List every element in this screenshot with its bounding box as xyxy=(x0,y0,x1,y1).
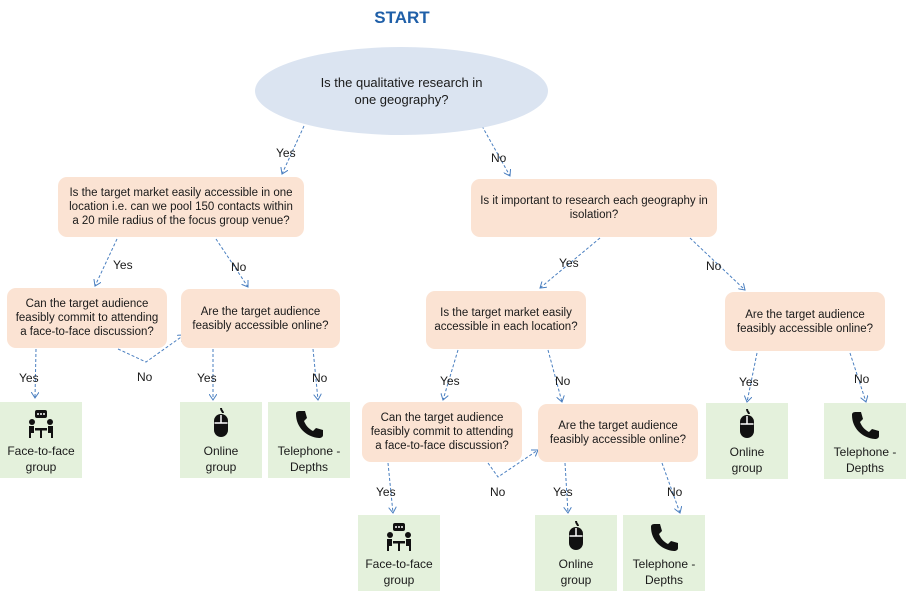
people-meeting-icon xyxy=(29,410,53,438)
edge-label-no: No xyxy=(312,371,328,385)
result-telephone-mid: Telephone -Depths xyxy=(623,515,705,591)
edge-online-right-yes xyxy=(747,352,758,402)
edge-label-yes: Yes xyxy=(197,371,217,385)
edge-label-no: No xyxy=(231,260,247,274)
result-label: Telephone -Depths xyxy=(833,445,897,475)
edge-start-yes xyxy=(282,125,305,174)
edge-label-yes: Yes xyxy=(19,371,39,385)
question-text: Are the target audience feasibly accessi… xyxy=(549,420,687,446)
edge-label-no: No xyxy=(490,485,506,499)
result-label: Face-to-face group xyxy=(365,557,433,587)
question-commit-mid: Can the target audience feasibly commit … xyxy=(362,402,522,462)
result-label: Online group xyxy=(558,557,594,587)
edge-each-yes xyxy=(443,349,459,400)
edge-commit-mid-yes xyxy=(387,462,393,513)
result-face-to-face-mid: Face-to-face group xyxy=(358,515,440,591)
edge-label-yes: Yes xyxy=(739,375,759,389)
computer-mouse-icon xyxy=(569,520,583,550)
question-text: Is the target market easily accessible i… xyxy=(69,187,293,227)
edge-label-yes: Yes xyxy=(376,485,396,499)
result-label: Face-to-face group xyxy=(7,444,75,474)
edge-q1-yes xyxy=(95,238,118,286)
edge-online-left-no xyxy=(312,348,318,400)
question-accessible-one-location: Is the target market easily accessible i… xyxy=(58,177,304,237)
edge-online-right-no xyxy=(849,352,866,402)
edge-label-no: No xyxy=(706,259,722,273)
edge-label-no: No xyxy=(137,370,153,384)
question-online-right: Are the target audience feasibly accessi… xyxy=(725,292,885,351)
edge-label-yes: Yes xyxy=(440,374,460,388)
question-online-left: Are the target audience feasibly accessi… xyxy=(181,289,340,348)
result-telephone-right: Telephone -Depths xyxy=(824,403,906,479)
result-label: Telephone -Depths xyxy=(632,557,696,587)
result-telephone-left: Telephone -Depths xyxy=(268,402,350,478)
result-online-left: Online group xyxy=(180,402,262,478)
edge-online-mid-yes xyxy=(565,462,568,513)
edge-label-yes: Yes xyxy=(553,485,573,499)
result-online-mid: Online group xyxy=(535,515,617,591)
edge-label-no: No xyxy=(854,372,870,386)
question-text: Are the target audience feasibly accessi… xyxy=(192,305,329,332)
edge-start-no xyxy=(481,125,510,176)
telephone-handset-icon xyxy=(852,412,879,439)
question-accessible-each-location: Is the target market easily accessible i… xyxy=(426,291,586,349)
computer-mouse-icon xyxy=(740,408,754,438)
question-text: Are the target audience feasibly accessi… xyxy=(736,308,874,335)
question-text: Can the target audience feasibly commit … xyxy=(15,298,159,338)
telephone-handset-icon xyxy=(296,411,323,438)
edge-commit-mid-no xyxy=(487,450,538,478)
edge-each-no xyxy=(547,349,562,402)
edge-label-no: No xyxy=(667,485,683,499)
question-text: Is it important to research each geograp… xyxy=(480,195,708,221)
edge-label-no: No xyxy=(491,151,507,165)
edge-label-yes: Yes xyxy=(276,146,296,160)
edge-online-mid-no xyxy=(661,462,680,513)
edge-label-no: No xyxy=(555,374,571,388)
result-face-to-face-left: Face-to-face group xyxy=(0,402,82,478)
result-online-right: Online group xyxy=(706,403,788,479)
question-text: Is the target market easily accessible i… xyxy=(434,307,578,333)
start-question-node: Is the qualitative research in one geogr… xyxy=(255,47,548,135)
edge-q2-no xyxy=(689,237,745,290)
people-meeting-icon xyxy=(387,523,411,551)
edge-commit-left-yes xyxy=(35,348,36,398)
edge-q2-yes xyxy=(540,237,601,288)
question-research-each-geography: Is it important to research each geograp… xyxy=(471,179,717,237)
result-label: Online group xyxy=(729,445,765,475)
question-commit-left: Can the target audience feasibly commit … xyxy=(7,288,167,348)
telephone-handset-icon xyxy=(651,524,678,551)
result-label: Telephone -Depths xyxy=(277,444,341,474)
edge-label-yes: Yes xyxy=(559,256,579,270)
computer-mouse-icon xyxy=(214,407,228,437)
edge-commit-left-no xyxy=(117,335,184,363)
result-label: Online group xyxy=(203,444,239,474)
start-question-text: Is the qualitative research in one geogr… xyxy=(320,75,483,107)
edge-label-yes: Yes xyxy=(113,258,133,272)
question-text: Can the target audience feasibly commit … xyxy=(370,412,514,452)
start-title: START xyxy=(374,8,430,27)
question-online-mid: Are the target audience feasibly accessi… xyxy=(538,404,698,462)
